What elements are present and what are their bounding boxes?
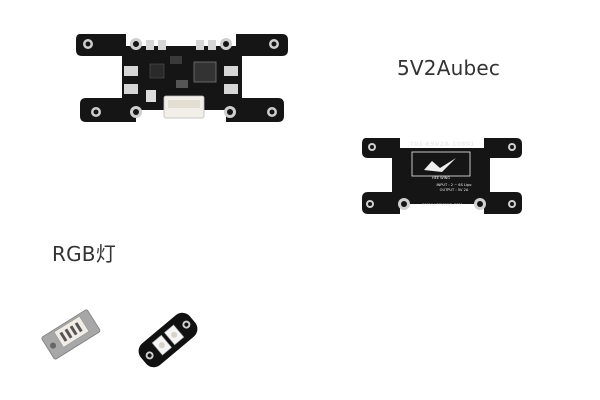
led-connector <box>53 315 90 348</box>
brand-logo-frame <box>411 151 471 177</box>
input-spec-text: INPUT : 2 ~ 6S Lipo <box>436 183 471 187</box>
rgb-label: RGB灯 <box>52 242 116 266</box>
brand-text: HEE WING <box>432 176 450 180</box>
ubec-board-back-image: T01-E5V2A-10801 HEE WING INPUT : 2 ~ 6S … <box>362 138 522 214</box>
website-text: WWW.HEEWING.COM <box>422 202 462 207</box>
board-model-text: T01-E5V2A-10801 <box>409 140 475 148</box>
bird-logo-icon <box>424 158 456 172</box>
rgb-led-angled-image <box>41 309 101 360</box>
ubec-board-front-image <box>76 34 288 122</box>
ubec-label: 5V2Aubec <box>397 56 501 80</box>
output-spec-text: OUTPUT : 5V 2A <box>440 188 469 192</box>
pcb-outline <box>76 34 288 122</box>
rgb-led-top-image <box>138 312 198 368</box>
